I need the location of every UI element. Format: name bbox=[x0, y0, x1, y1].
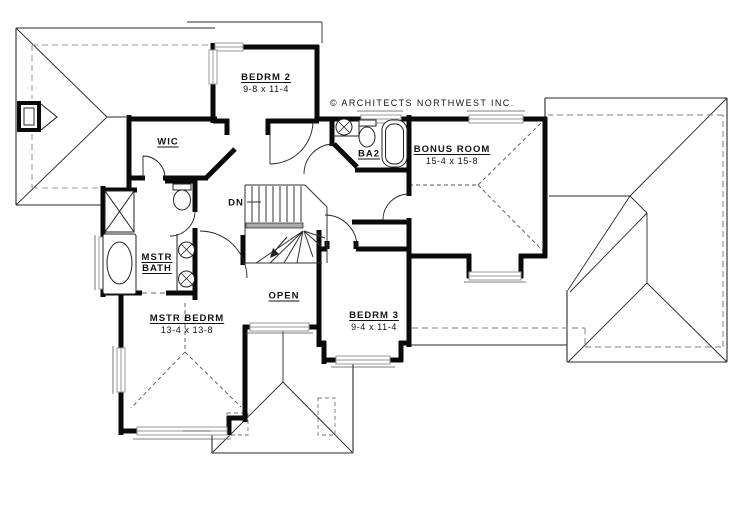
bathtub-icon bbox=[102, 233, 137, 295]
room-name: BA2 bbox=[357, 148, 381, 160]
room-dims: 13-4 x 13-8 bbox=[160, 325, 214, 335]
bathtub-icon bbox=[381, 119, 408, 168]
vanity-sinks-icon bbox=[176, 234, 195, 292]
room-name: MSTR BATH bbox=[141, 252, 173, 274]
door-swings bbox=[142, 120, 410, 279]
room-label-bedrm2: BEDRM 2 9-8 x 11-4 bbox=[241, 72, 291, 94]
stairs bbox=[243, 184, 328, 264]
room-label-wic: WIC bbox=[157, 137, 178, 148]
room-dims: 15-4 x 15-8 bbox=[425, 156, 479, 166]
master-bath-fixtures bbox=[102, 183, 195, 295]
room-label-mstr-bedrm: MSTR BEDRM 13-4 x 13-8 bbox=[150, 313, 224, 335]
copyright-label: © ARCHITECTS NORTHWEST INC. bbox=[330, 98, 515, 108]
shower-icon bbox=[104, 190, 135, 233]
stairs-direction-label: DN bbox=[228, 197, 244, 209]
ba2-fixtures bbox=[332, 118, 408, 168]
roof-right bbox=[409, 97, 728, 363]
room-name: MSTR BEDRM bbox=[149, 313, 225, 324]
room-label-bedrm3: BEDRM 3 9-4 x 11-4 bbox=[349, 310, 399, 332]
room-label-mstr-bath: MSTR BATH bbox=[135, 252, 179, 274]
roof-left bbox=[15, 27, 215, 206]
chimney bbox=[17, 101, 58, 132]
roof-lower bbox=[187, 21, 354, 454]
stair-down-arrow bbox=[270, 248, 279, 258]
window-sills bbox=[94, 110, 526, 440]
room-name: BEDRM 2 bbox=[241, 72, 291, 83]
room-name: WIC bbox=[157, 136, 179, 148]
ceiling-dashed-lines bbox=[130, 118, 546, 409]
toilet-icon bbox=[358, 119, 377, 148]
room-dims: 9-4 x 11-4 bbox=[351, 322, 397, 332]
room-label-ba2: BA2 bbox=[358, 149, 380, 160]
room-label-bonus-room: BONUS ROOM 15-4 x 15-8 bbox=[414, 144, 491, 166]
room-label-open: OPEN bbox=[269, 291, 300, 302]
room-name: OPEN bbox=[268, 290, 300, 302]
room-dims: 9-8 x 11-4 bbox=[243, 84, 289, 94]
room-name: BONUS ROOM bbox=[413, 144, 491, 155]
toilet-icon bbox=[172, 183, 192, 211]
sink-icon bbox=[332, 118, 360, 137]
room-name: BEDRM 3 bbox=[349, 310, 399, 321]
